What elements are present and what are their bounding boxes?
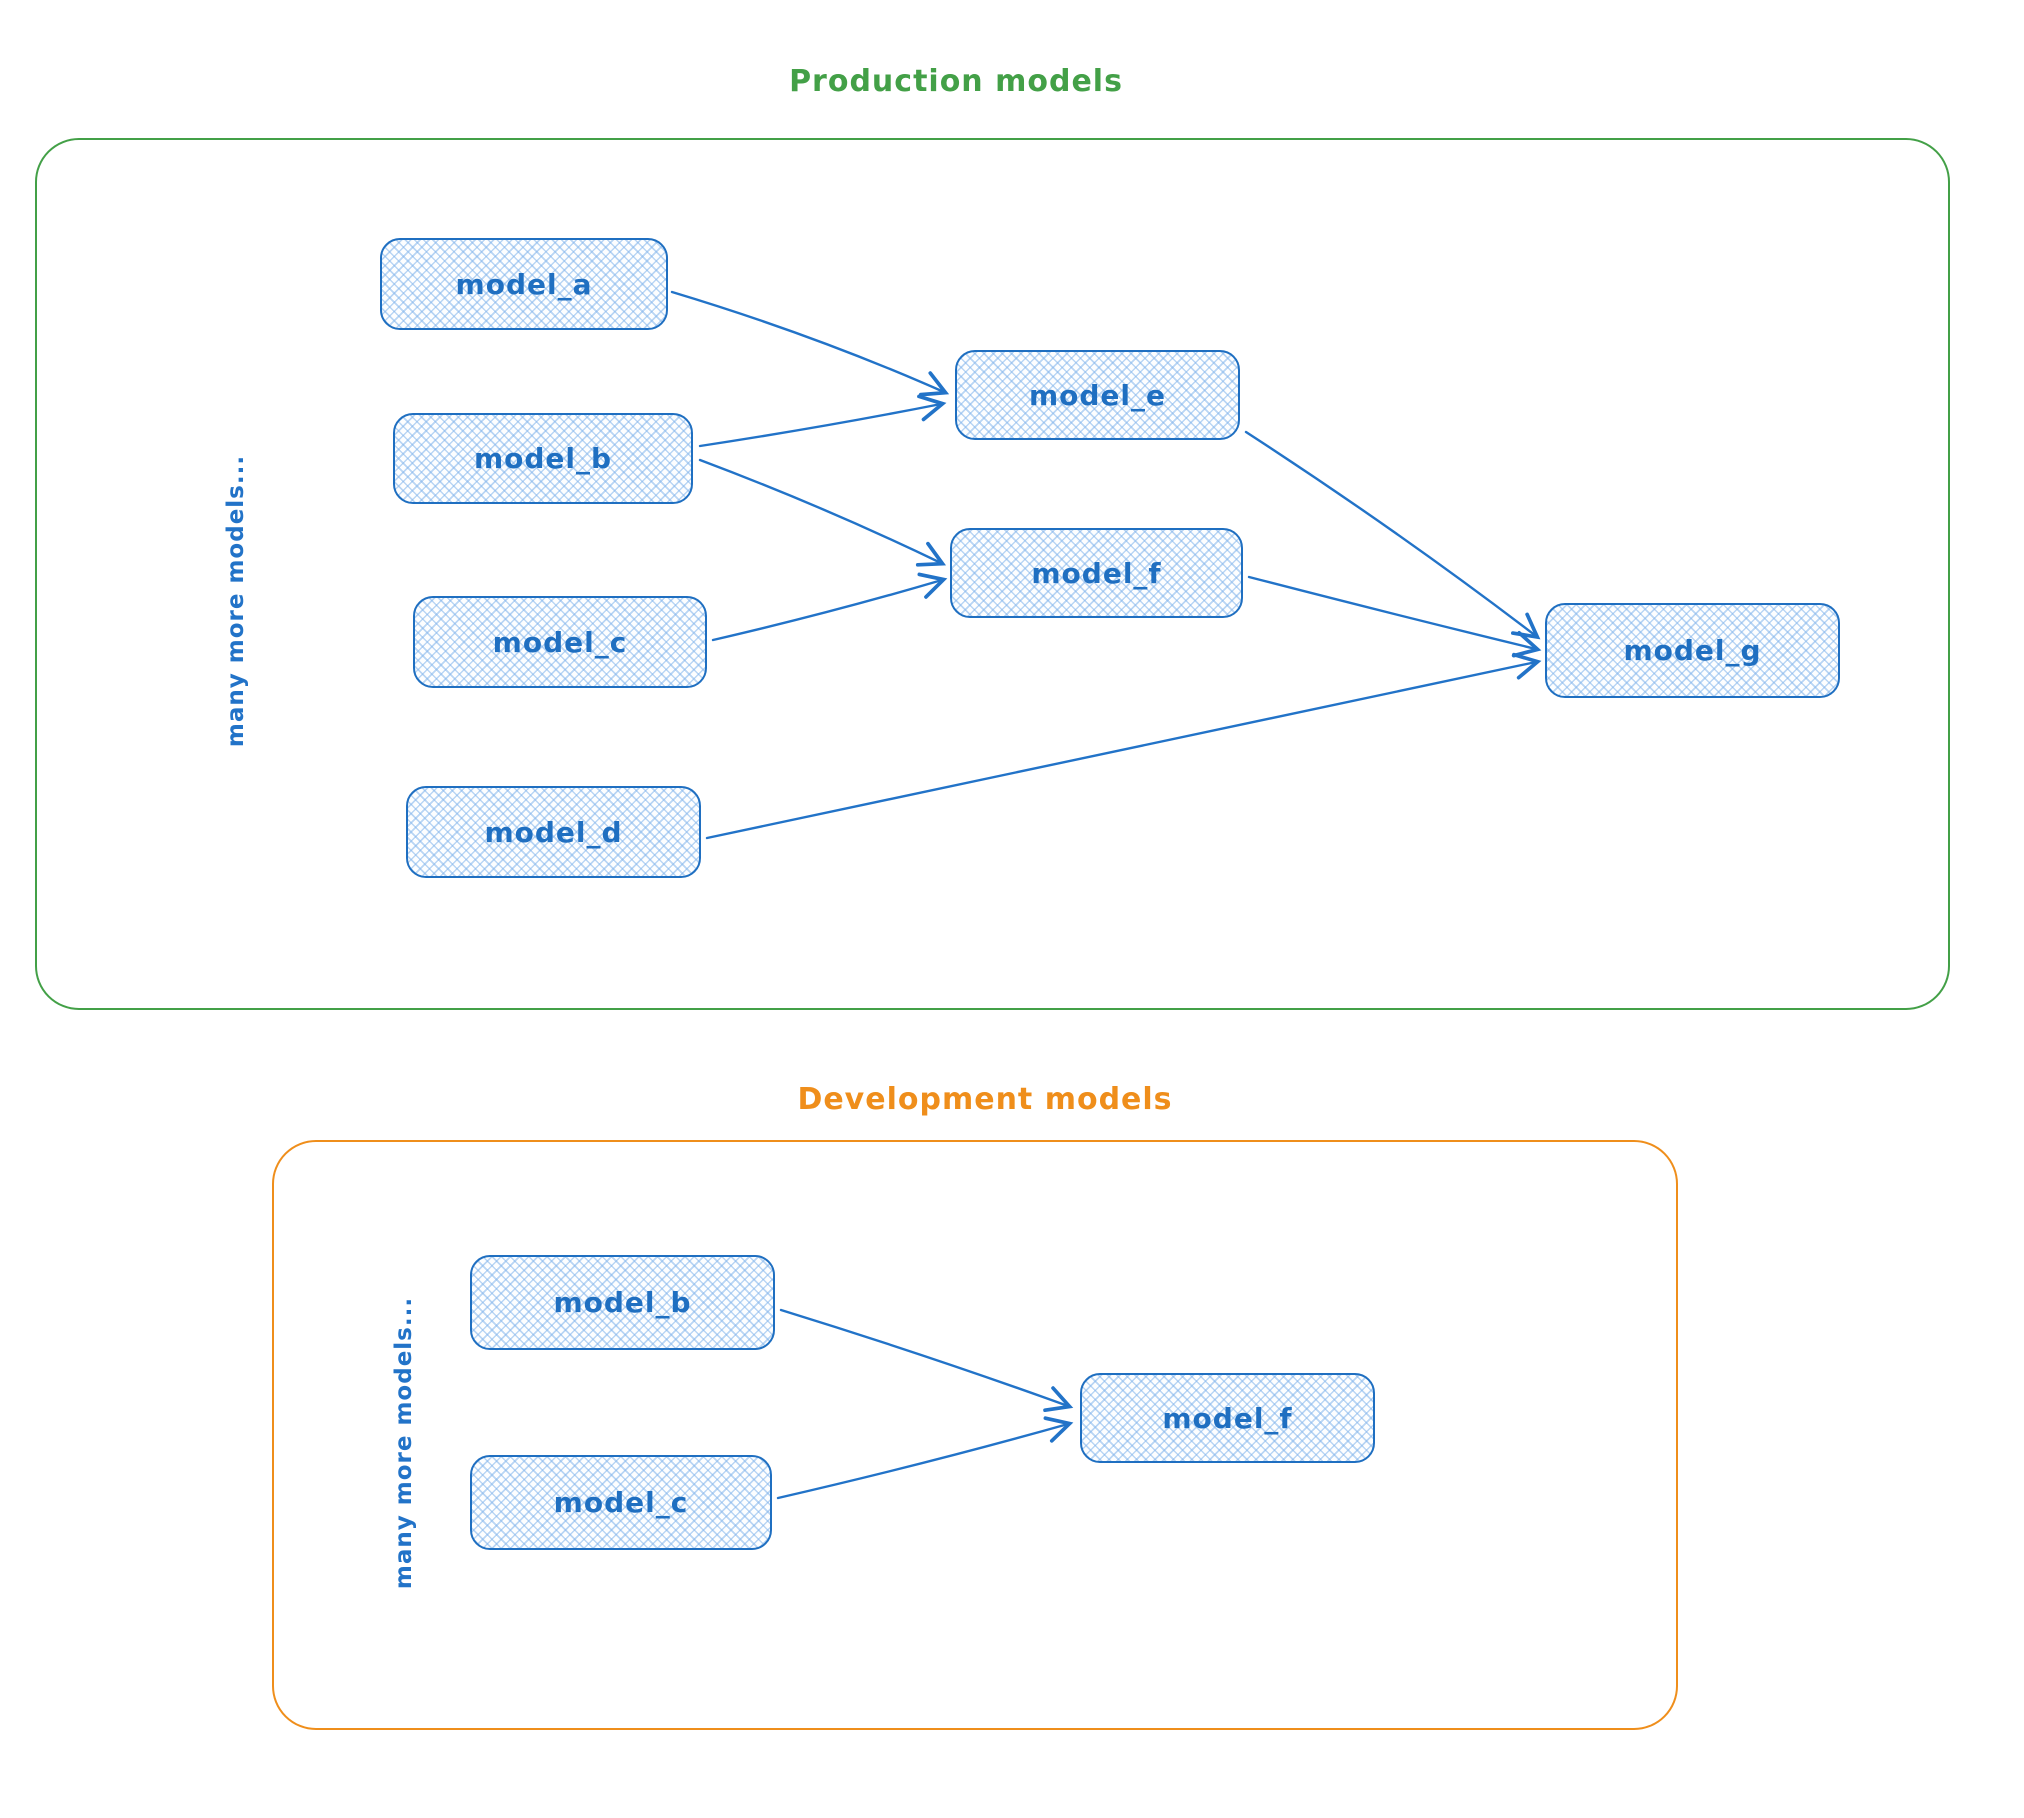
node-model-c: model_c [413,596,707,688]
node-dev-model-c: model_c [470,1455,772,1550]
development-side-label: many more models... [391,1296,417,1590]
node-model-a-label: model_a [455,267,593,301]
development-section-title: Development models [797,1082,1173,1117]
node-dev-model-c-label: model_c [553,1486,689,1519]
node-model-c-label: model_c [492,625,628,659]
node-model-b: model_b [393,413,693,504]
node-model-e: model_e [955,350,1240,440]
node-model-g-label: model_g [1623,634,1762,667]
node-model-g: model_g [1545,603,1840,698]
node-model-b-label: model_b [473,442,613,475]
node-model-f-label: model_f [1031,556,1162,590]
production-side-label: many more models... [223,454,249,748]
node-model-d: model_d [406,786,701,878]
production-section-title: Production models [789,64,1123,99]
development-frame [272,1140,1678,1730]
node-model-f: model_f [950,528,1243,618]
production-frame [35,138,1950,1010]
node-dev-model-b-label: model_b [553,1286,692,1319]
node-model-a: model_a [380,238,668,330]
node-dev-model-b: model_b [470,1255,775,1350]
node-model-e-label: model_e [1028,378,1167,412]
node-dev-model-f-label: model_f [1162,1401,1293,1435]
node-dev-model-f: model_f [1080,1373,1375,1463]
node-model-d-label: model_d [484,815,623,849]
